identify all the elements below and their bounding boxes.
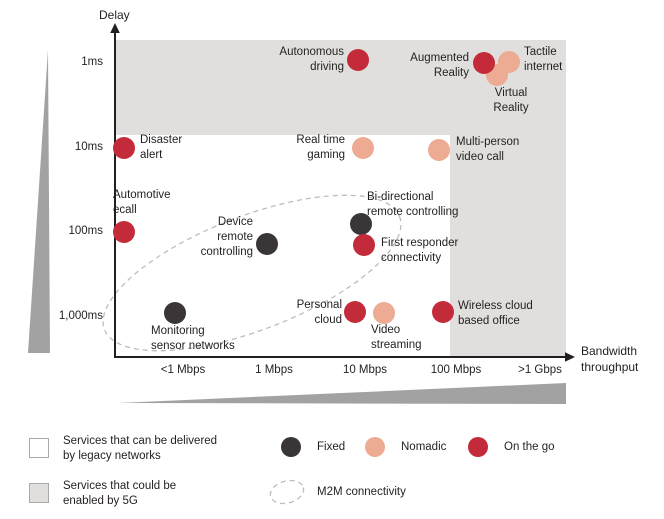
- point-device-remote-controlling: [256, 233, 278, 255]
- point-label-device-remote-controlling: Device remote controlling: [200, 216, 253, 258]
- legend-dot-on-the-go-icon: [468, 437, 488, 457]
- x-tick-2: 10 Mbps: [342, 364, 388, 376]
- point-automotive-ecall: [113, 221, 135, 243]
- legend-swatch-legacy: [29, 438, 49, 458]
- point-video-streaming: [373, 302, 395, 324]
- point-label-automotive-ecall: Automotive ecall: [113, 189, 171, 216]
- delay-increase-wedge: [28, 50, 50, 353]
- legend-label-on-the-go: On the go: [504, 441, 555, 453]
- zone-5g-right-band: [450, 135, 566, 357]
- point-first-responder-connectivity: [353, 234, 375, 256]
- point-monitoring-sensor-networks: [164, 302, 186, 324]
- point-label-tactile-internet: Tactile internet: [524, 46, 563, 73]
- m2m-connectivity-ellipse: [102, 194, 402, 352]
- x-axis-title: Bandwidth throughput: [581, 344, 639, 374]
- x-axis-arrow-icon: [565, 352, 575, 362]
- point-label-personal-cloud: Personal cloud: [296, 299, 342, 326]
- legend-swatch-5g: [29, 483, 49, 503]
- legend-label-m2m: M2M connectivity: [317, 486, 406, 498]
- x-tick-4: >1 Gbps: [518, 364, 562, 376]
- point-label-disaster-alert: Disaster alert: [140, 134, 183, 161]
- point-label-wireless-cloud-based-office: Wireless cloud based office: [458, 300, 533, 327]
- point-multi-person-video-call: [428, 139, 450, 161]
- point-disaster-alert: [113, 137, 135, 159]
- legend-label-5g: Services that could be enabled by 5G: [63, 480, 177, 507]
- point-personal-cloud: [344, 301, 366, 323]
- point-bi-directional-remote-controlling: [350, 213, 372, 235]
- y-tick-0: 1ms: [81, 56, 103, 68]
- legend-label-legacy: Services that can be delivered by legacy…: [63, 435, 218, 462]
- point-label-monitoring-sensor-networks: Monitoring sensor networks: [151, 325, 235, 352]
- point-tactile-internet: [498, 51, 520, 73]
- y-axis-arrow-icon: [110, 23, 120, 33]
- x-tick-0: <1 Mbps: [160, 364, 206, 376]
- y-axis-title: Delay: [99, 8, 130, 22]
- point-label-virtual-reality: Virtual Reality: [493, 87, 529, 114]
- legend-dot-nomadic-icon: [365, 437, 385, 457]
- legend-label-fixed: Fixed: [317, 441, 346, 453]
- point-label-real-time-gaming: Real time gaming: [296, 134, 345, 161]
- y-tick-1: 10ms: [74, 141, 103, 153]
- point-label-autonomous-driving: Autonomous driving: [279, 46, 344, 73]
- point-label-video-streaming: Video streaming: [371, 324, 422, 351]
- legend-dot-fixed-icon: [281, 437, 301, 457]
- x-tick-1: 1 Mbps: [255, 364, 293, 376]
- point-wireless-cloud-based-office: [432, 301, 454, 323]
- point-autonomous-driving: [347, 49, 369, 71]
- point-real-time-gaming: [352, 137, 374, 159]
- legend-label-nomadic: Nomadic: [401, 441, 447, 453]
- point-label-bi-directional-remote-controlling: Bi-directional remote controlling: [367, 191, 459, 218]
- point-label-augmented-reality: Augmented Reality: [410, 52, 469, 79]
- point-augmented-reality: [473, 52, 495, 74]
- y-tick-3: 1,000ms: [58, 310, 103, 322]
- y-tick-2: 100ms: [68, 225, 103, 237]
- bandwidth-increase-wedge: [118, 383, 566, 404]
- x-tick-3: 100 Mbps: [430, 364, 482, 376]
- point-label-multi-person-video-call: Multi-person video call: [456, 136, 520, 163]
- legend-m2m-ellipse-icon: [269, 479, 305, 505]
- point-label-first-responder-connectivity: First responder connectivity: [381, 237, 459, 264]
